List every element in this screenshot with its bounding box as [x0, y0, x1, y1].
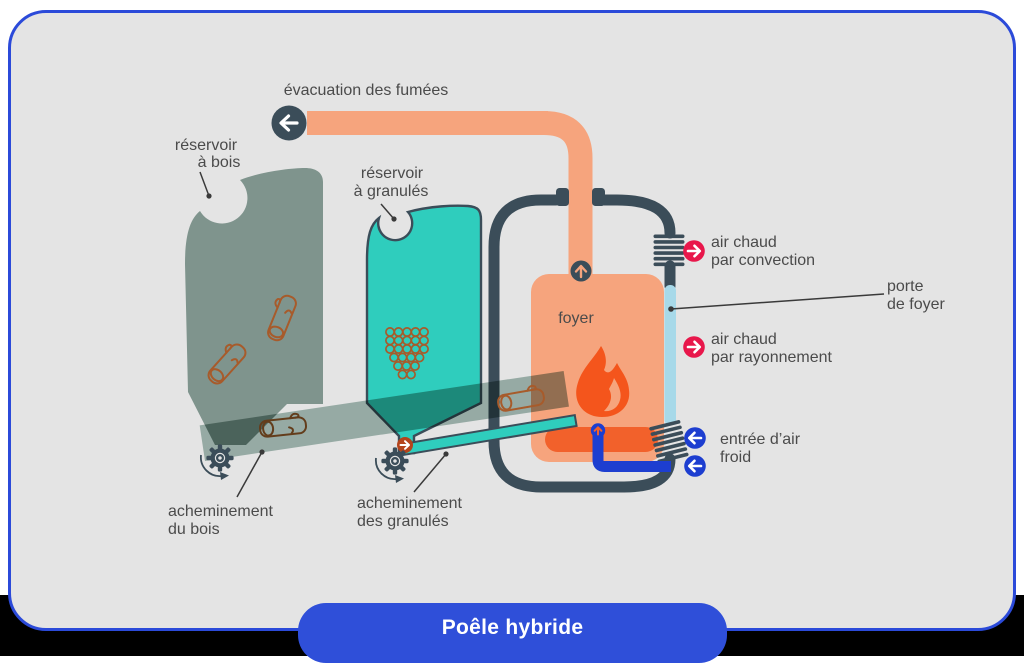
door-strip: [664, 285, 676, 425]
svg-text:par rayonnement: par rayonnement: [711, 349, 833, 366]
label-entree-air: entrée d’air: [720, 431, 801, 448]
pipe-collar-right: [592, 188, 605, 206]
svg-text:à granulés: à granulés: [354, 183, 429, 200]
air-inlet-up-arrow-icon: [590, 423, 606, 438]
svg-text:par convection: par convection: [711, 252, 815, 269]
labels: évacuation des fumées réservoir à bois r…: [168, 82, 945, 538]
auger-arrow-icon: [397, 437, 413, 453]
svg-text:des granulés: des granulés: [357, 513, 449, 530]
svg-text:à bois: à bois: [198, 154, 241, 171]
pointer-lines: [199, 171, 885, 498]
svg-text:du bois: du bois: [168, 521, 220, 538]
pellets-icon: [385, 327, 429, 380]
rotation-arrow-icon: [375, 457, 404, 483]
stove-body: [488, 188, 676, 493]
label-acheminement-bois: acheminement: [168, 503, 274, 520]
title-pill: Poêle hybride: [298, 603, 727, 663]
smoke-left-arrow-icon: [271, 105, 307, 141]
pellet-gear-icon: [375, 447, 409, 483]
smoke-pipe: [307, 111, 593, 274]
label-reservoir-bois: réservoir: [175, 137, 238, 154]
label-air-rayonnement: air chaud: [711, 331, 777, 348]
convection-arrow-icon: [683, 240, 705, 262]
coil-icon: [653, 234, 685, 267]
diagram-title: Poêle hybride: [441, 616, 584, 639]
pipe-collar-left: [556, 188, 569, 206]
label-foyer: foyer: [558, 310, 594, 327]
log-on-band: [497, 384, 545, 412]
wood-conveyor-band: [199, 371, 569, 461]
cold-air-pipe: [590, 423, 671, 472]
wood-gear-icon: [200, 444, 234, 480]
cold-air-arrow-icon: [684, 427, 706, 449]
svg-text:froid: froid: [720, 449, 751, 466]
coil-icon: [649, 420, 689, 464]
label-porte-foyer: porte: [887, 278, 924, 295]
label-acheminement-granules: acheminement: [357, 495, 463, 512]
svg-text:de foyer: de foyer: [887, 296, 945, 313]
cold-air-arrow-icon: [684, 455, 706, 477]
wood-reservoir: [185, 168, 323, 445]
radiation-arrow-icon: [683, 336, 705, 358]
label-reservoir-granules: réservoir: [361, 165, 424, 182]
flue-up-arrow-icon: [570, 260, 592, 282]
label-evacuation: évacuation des fumées: [284, 82, 449, 99]
flame-icon: [576, 346, 630, 417]
label-air-convection: air chaud: [711, 234, 777, 251]
rotation-arrow-icon: [200, 454, 229, 480]
foyer-box: [531, 274, 664, 462]
